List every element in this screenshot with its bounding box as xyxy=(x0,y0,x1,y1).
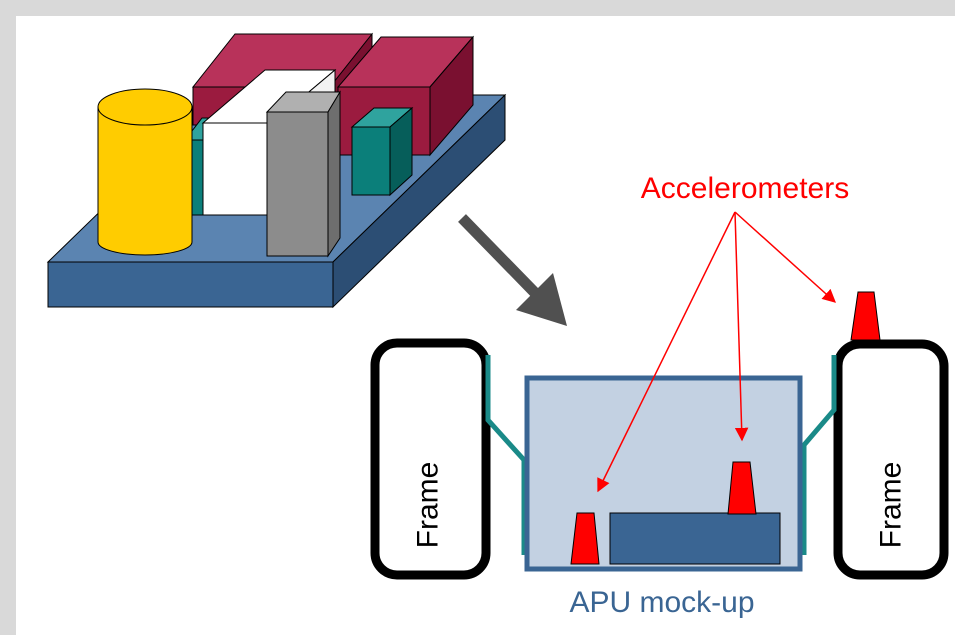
board-front xyxy=(47,261,334,308)
teal-block-right xyxy=(350,106,414,197)
accelerometer-frame xyxy=(850,291,881,341)
frame-left: Frame xyxy=(370,338,491,580)
accelerometers-label: Accelerometers xyxy=(641,172,849,205)
mount-bracket-right xyxy=(801,355,837,555)
yellow-cylinder xyxy=(97,88,193,256)
board-side xyxy=(332,93,506,309)
gray-block xyxy=(265,90,341,258)
accelerometer-center xyxy=(727,461,757,515)
apu-mockup-label: APU mock-up xyxy=(569,586,754,619)
frame-right-label: Frame xyxy=(875,462,908,549)
frame-right: Frame xyxy=(833,339,949,580)
slide: Frame Frame Accelerometers APU mock-up xyxy=(16,16,955,635)
accelerometer-pointers xyxy=(597,211,837,493)
mount-bracket-left xyxy=(485,355,527,555)
apu-inner-block xyxy=(609,512,781,565)
transition-arrow xyxy=(458,214,567,326)
accelerometer-left xyxy=(570,512,600,565)
component-board-illustration xyxy=(46,32,507,309)
frame-left-label: Frame xyxy=(412,462,445,549)
apu-mockup xyxy=(524,375,803,572)
